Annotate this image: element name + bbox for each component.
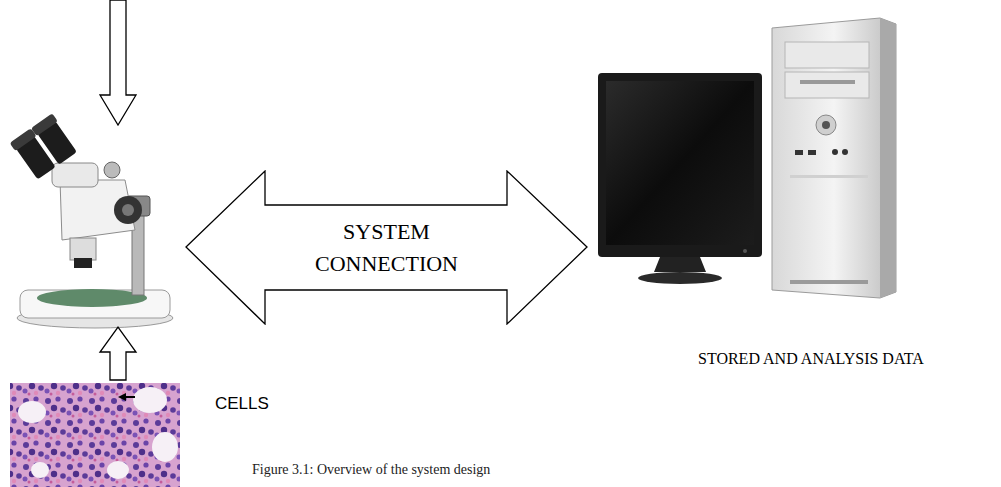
output-label: STORED AND ANALYSIS DATA — [698, 350, 924, 368]
monitor — [598, 73, 762, 284]
sample-label: CELLS — [215, 394, 269, 414]
sample-arrow — [100, 327, 136, 380]
connection-text: SYSTEM CONNECTION — [302, 216, 472, 280]
input-arrow — [100, 0, 136, 125]
figure-caption: Figure 3.1: Overview of the system desig… — [252, 462, 490, 478]
double-arrow-shape — [186, 171, 587, 324]
pc-tower — [772, 18, 896, 298]
connection-arrow: SYSTEM CONNECTION — [185, 170, 588, 325]
arrow-body: SYSTEM CONNECTION — [265, 205, 508, 290]
microscope — [10, 113, 173, 328]
cell-image — [10, 383, 180, 487]
double-arrow-outline — [185, 170, 588, 325]
